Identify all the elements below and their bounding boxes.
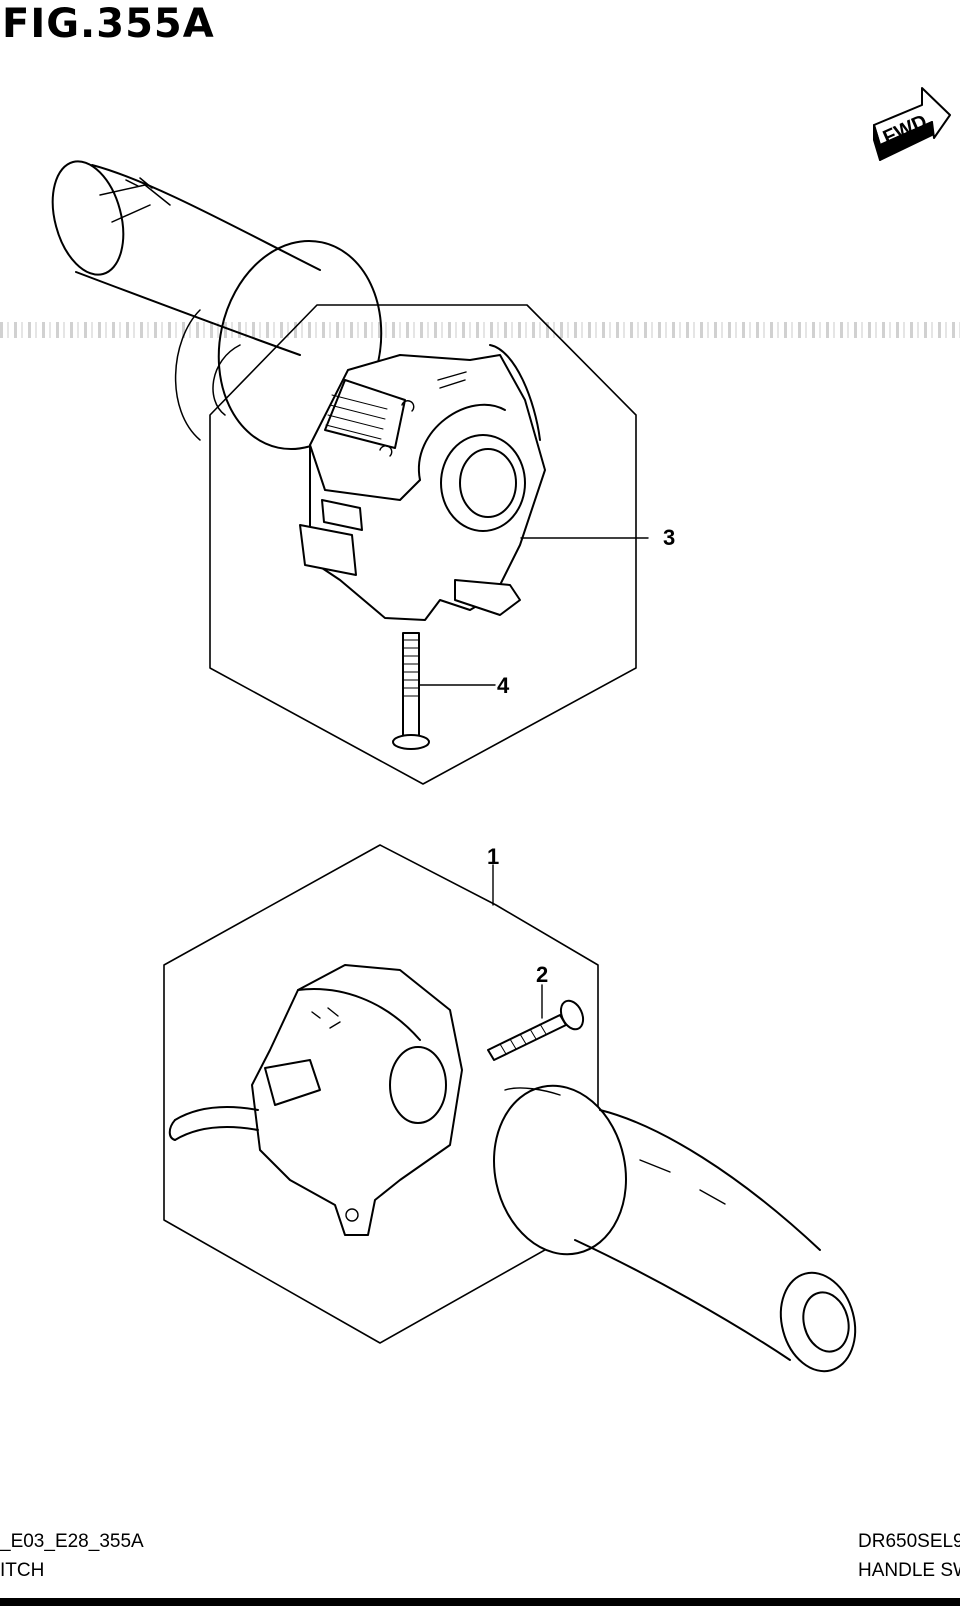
callout-1: 1 (487, 844, 499, 869)
scan-artifact-band (0, 322, 960, 338)
screw-2-drawing (487, 984, 585, 1061)
callout-4: 4 (497, 673, 510, 698)
bottom-border (0, 1598, 960, 1606)
bolt-4-drawing (392, 632, 496, 750)
footer-model-right: DR650SEL9, (858, 1531, 960, 1552)
left-grip-drawing (51, 160, 383, 451)
lower-assembly-group (163, 844, 599, 1344)
figure-title: FIG.355A (2, 1, 215, 47)
fwd-arrow-icon: FWD (873, 87, 951, 161)
callout-3: 3 (663, 525, 675, 550)
handlebar-switch-assembly-drawing (299, 344, 649, 621)
footer-code-left: _E03_E28_355A (0, 1531, 144, 1552)
handle-switch-drawing: 1 (168, 844, 499, 1236)
right-grip-drawing (493, 1084, 857, 1373)
footer-caption-left: ITCH (0, 1560, 45, 1581)
footer-caption-right: HANDLE SW (858, 1560, 960, 1581)
upper-assembly-group (209, 304, 637, 785)
callout-2: 2 (536, 962, 548, 987)
